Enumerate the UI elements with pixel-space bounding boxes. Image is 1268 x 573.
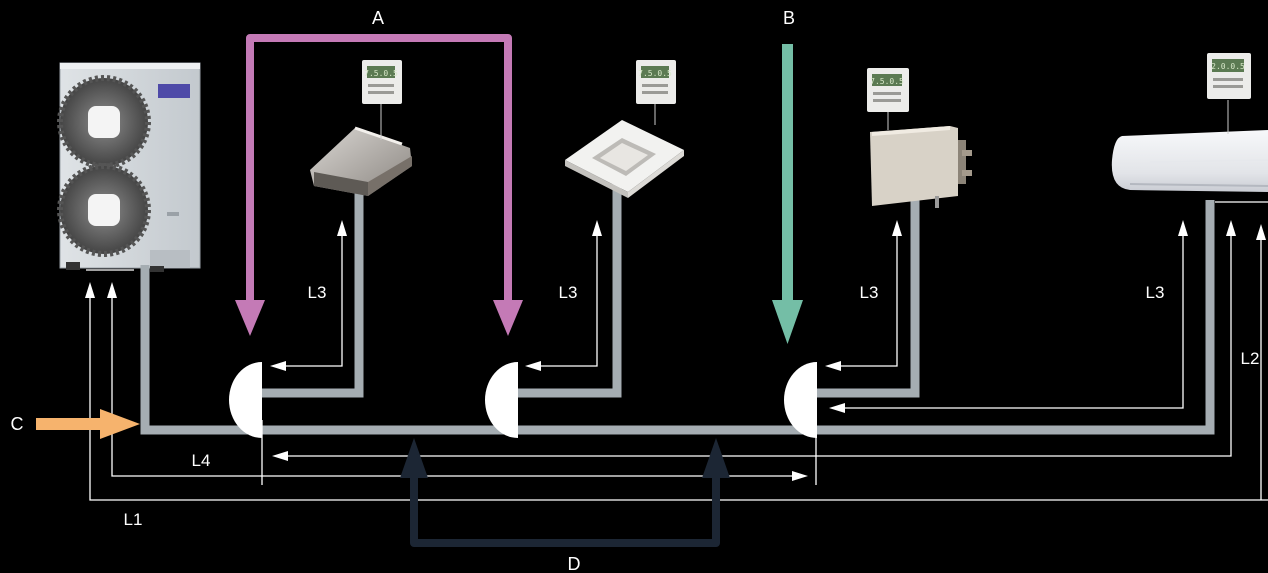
refrigerant-piping	[140, 180, 1215, 435]
controller-display-4: 2.0.0.5	[1211, 62, 1245, 71]
label-a: A	[372, 8, 384, 28]
outdoor-logo-plate	[158, 84, 190, 98]
outdoor-unit	[57, 62, 201, 272]
main-pipe	[140, 200, 1215, 435]
label-b: B	[783, 8, 795, 28]
controller-display-3: 7.5.0.5	[870, 77, 904, 86]
label-l2: L2	[1241, 349, 1260, 368]
label-l4: L4	[192, 451, 211, 470]
l4-line	[111, 290, 800, 477]
arrow-a	[235, 34, 523, 336]
label-l3-unit1: L3	[308, 283, 327, 302]
outdoor-fan-bottom	[57, 163, 151, 257]
l3-bracket-unit2	[530, 226, 598, 367]
l1-line	[89, 290, 1268, 501]
arrow-c	[36, 409, 140, 439]
indoor-unit-3	[870, 126, 972, 208]
branch-pipe-unit3	[812, 192, 920, 398]
remote-controller-1: 7.5.0.5	[362, 60, 402, 140]
label-d: D	[568, 554, 581, 573]
label-l1: L1	[124, 510, 143, 529]
l3-bracket-unit3	[830, 226, 898, 367]
label-l3-unit2: L3	[559, 283, 578, 302]
controller-display-2: 7.5.0.5	[638, 69, 672, 78]
label-c: C	[11, 414, 24, 434]
branch-joint-3	[784, 362, 817, 438]
branch-joint-2	[485, 362, 518, 438]
controller-display-1: 7.5.0.5	[364, 69, 398, 78]
outdoor-fan-top	[57, 75, 151, 169]
indoor-unit-1	[310, 126, 412, 196]
l3-bracket-unit1	[275, 226, 343, 367]
measurement-arrowheads	[85, 220, 1266, 481]
measurement-lines	[86, 201, 1268, 501]
remote-controller-2: 7.5.0.5	[636, 60, 676, 125]
arrow-b	[772, 44, 803, 344]
branch-pipe-unit1	[262, 192, 364, 398]
indoor-unit-2	[565, 120, 684, 198]
indoor-unit-4	[1111, 130, 1268, 192]
branch-pipe-unit2	[510, 180, 622, 398]
label-l3-unit4: L3	[1146, 283, 1165, 302]
l2-line	[278, 226, 1232, 457]
remote-controller-3: 7.5.0.5	[867, 68, 909, 130]
l3-bracket-unit4	[834, 226, 1184, 409]
remote-controller-4: 2.0.0.5	[1207, 53, 1251, 134]
branch-joint-1	[229, 362, 262, 438]
arrow-d	[400, 438, 730, 547]
label-l3-unit3: L3	[860, 283, 879, 302]
